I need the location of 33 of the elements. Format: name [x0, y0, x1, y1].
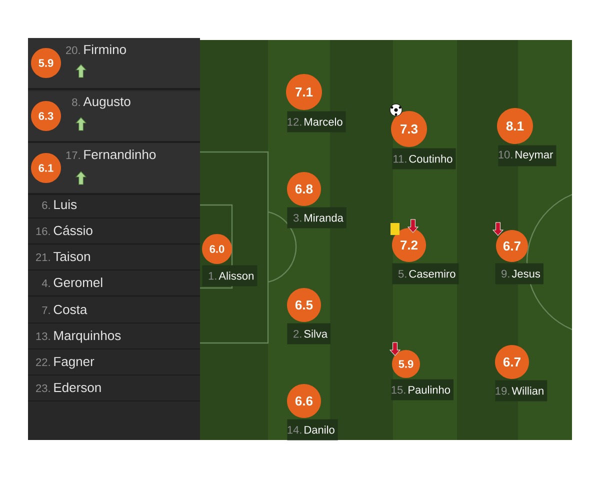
name-tag: 11. Coutinho — [392, 148, 456, 170]
player-name: Fernandinho — [84, 150, 156, 160]
name-tag: 2. Silva — [287, 323, 331, 344]
player-name: Firmino — [84, 44, 126, 54]
name-tag: 1. Alisson — [202, 265, 258, 286]
name-tag: 3. Miranda — [287, 207, 346, 228]
player-name: Fagner — [54, 357, 94, 369]
name-tag: 15. Paulinho — [391, 379, 454, 400]
shirt-number: 17. — [66, 151, 80, 159]
shirt-number: 4. — [42, 279, 50, 287]
player-name: Cássio — [54, 225, 92, 236]
name-tag: 14. Danilo — [287, 419, 338, 440]
player-name: Augusto — [83, 97, 130, 109]
shirt-number: 23. — [36, 384, 50, 392]
player-name: Ederson — [54, 382, 101, 392]
shirt-number: 7. — [42, 306, 50, 314]
player-name: Geromel — [54, 278, 102, 288]
shirt-number: 6. — [42, 201, 50, 210]
name-tag: 9. Jesus — [495, 263, 544, 284]
player-name: Costa — [54, 304, 88, 314]
shirt-number: 21. — [36, 253, 50, 261]
shirt-number: 16. — [36, 227, 50, 236]
player-name: Luis — [54, 200, 77, 210]
shirt-number: 8. — [72, 98, 80, 106]
name-tag: 5. Casemiro — [392, 263, 459, 284]
shirt-number: 20. — [66, 46, 80, 54]
player-name: Marquinhos — [54, 330, 121, 343]
player-name: Taison — [54, 252, 90, 262]
name-tag: 12. Marcelo — [287, 111, 346, 132]
name-tag: 19. Willian — [495, 380, 548, 402]
shirt-number: 22. — [36, 358, 50, 366]
shirt-number: 13. — [36, 332, 50, 340]
name-tag: 10. Neymar — [498, 145, 556, 166]
